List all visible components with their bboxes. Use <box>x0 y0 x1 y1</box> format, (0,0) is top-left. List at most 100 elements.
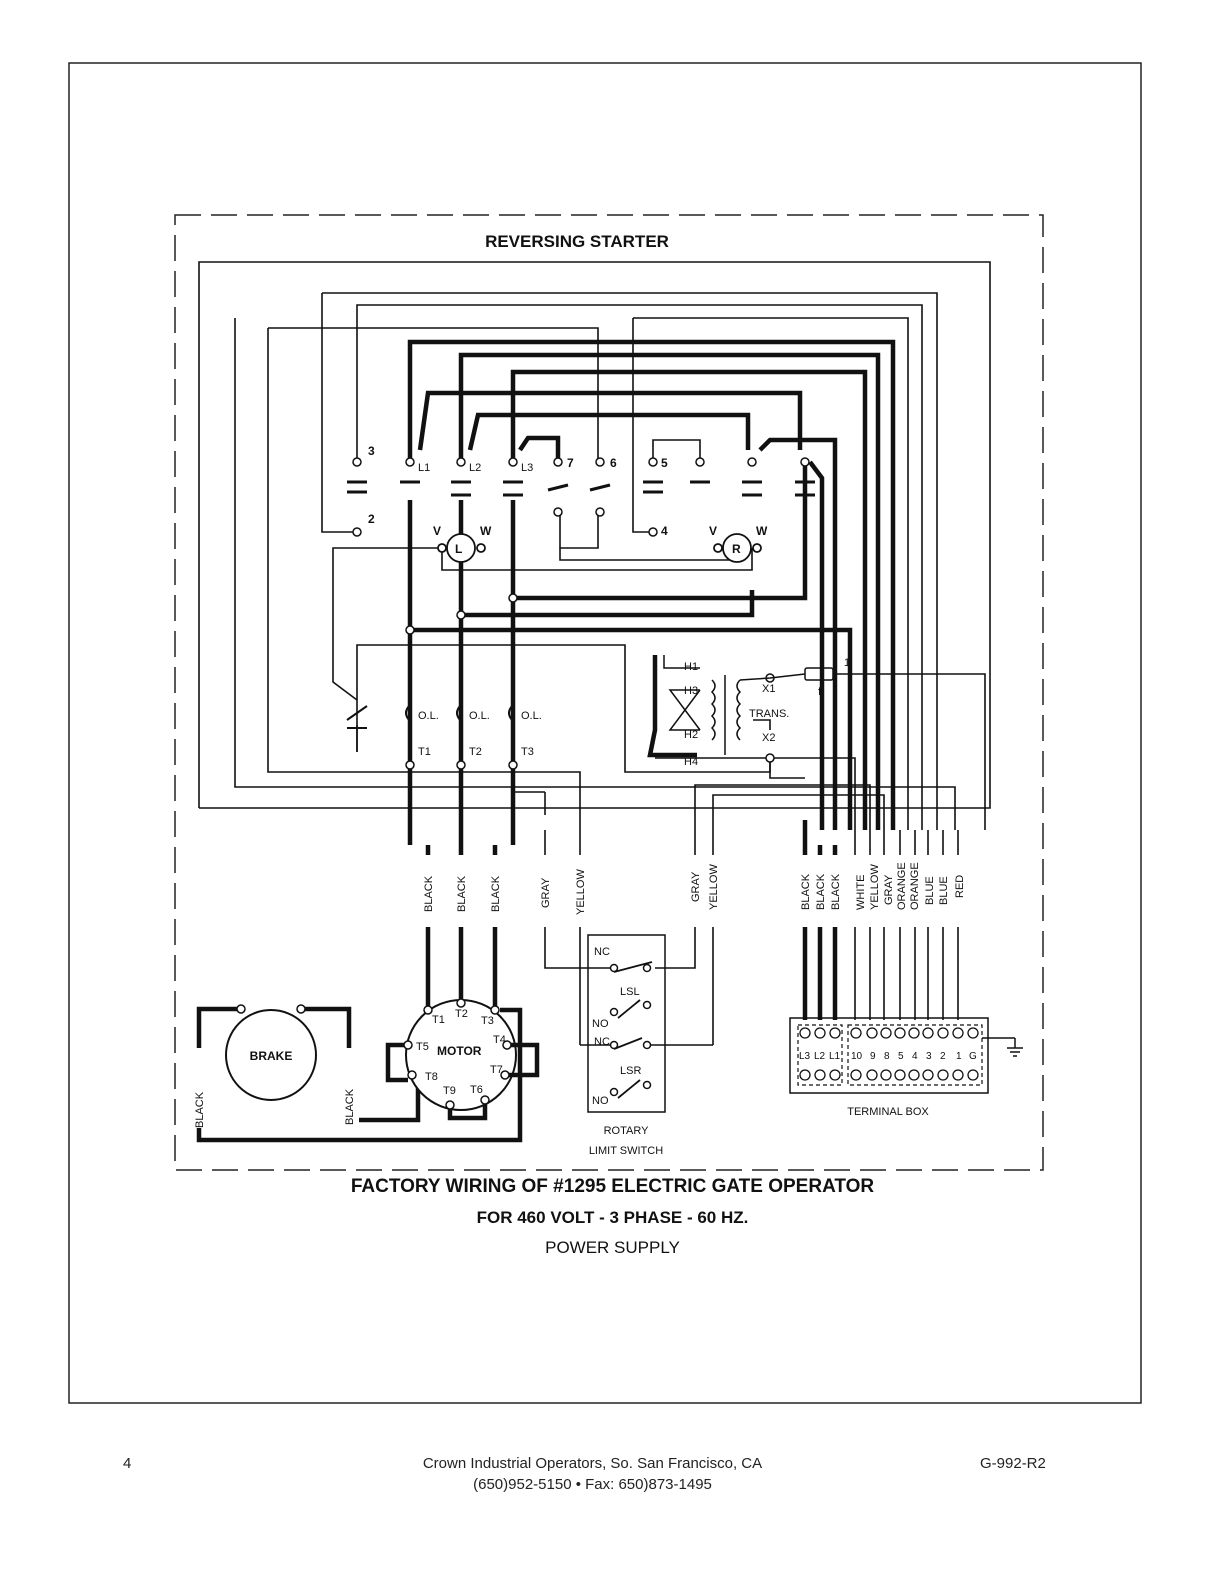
trans-h2-label: H2 <box>684 729 698 741</box>
terminal-screw <box>952 1027 964 1039</box>
terminal-box: TERMINAL BOX L3 L2 L1 10 9 8 5 4 3 2 1 G <box>789 1017 1023 1118</box>
caption-line-3: POWER SUPPLY <box>545 1238 680 1257</box>
contact-5-label: 5 <box>661 456 668 470</box>
terminal-screw <box>880 1027 892 1039</box>
wire-label-right-8: ORANGE <box>909 862 921 910</box>
wire-label-left-4: GRAY <box>540 877 552 908</box>
motor-t8-label: T8 <box>425 1071 438 1083</box>
trans-h3-label: H3 <box>684 685 698 697</box>
motor-t6-label: T6 <box>470 1084 483 1096</box>
contact-6-label: 6 <box>610 456 617 470</box>
wire-label-right-1: BLACK <box>800 873 812 910</box>
coils <box>437 533 762 563</box>
contact-4-label: 4 <box>661 524 668 538</box>
motor-t7-label: T7 <box>490 1064 503 1076</box>
wire-label-right-3: BLACK <box>830 873 842 910</box>
terminal-screw <box>880 1069 892 1081</box>
power-wiring <box>407 339 896 845</box>
tb-g-label: G <box>969 1051 977 1062</box>
overload-1-label: O.L. <box>418 710 439 722</box>
tb-l3-label: L3 <box>799 1051 811 1062</box>
brake-wire-left-label: BLACK <box>194 1091 206 1128</box>
terminal-screw <box>814 1027 826 1039</box>
wire-label-gap <box>415 855 975 927</box>
brake: BRAKE BLACK BLACK <box>189 1004 523 1143</box>
document-code: G-992-R2 <box>980 1455 1046 1472</box>
contact-l3-label: L3 <box>521 462 533 474</box>
motor-t2-label: T2 <box>455 1008 468 1020</box>
wire-label-left-2: BLACK <box>456 875 468 912</box>
coil-l-v-label: V <box>433 524 441 538</box>
motor-t5-label: T5 <box>416 1041 429 1053</box>
wire-label-right-11: RED <box>954 875 966 898</box>
contact-3-label: 3 <box>368 444 375 458</box>
wire-label-right-7: ORANGE <box>896 862 908 910</box>
enclosure-outline <box>174 214 1044 1171</box>
wire-label-right-6: GRAY <box>883 874 895 905</box>
starter-contacts <box>352 457 810 770</box>
tb-2-label: 2 <box>940 1051 946 1062</box>
overload-t1-label: T1 <box>418 746 431 758</box>
terminal-screw <box>922 1069 934 1081</box>
coil-l-letter: L <box>455 542 462 556</box>
page-number: 4 <box>123 1455 132 1472</box>
wire-label-mid-2: YELLOW <box>708 864 720 910</box>
caption-line-2: FOR 460 VOLT - 3 PHASE - 60 HZ. <box>476 1208 749 1227</box>
page-border <box>68 62 1142 1404</box>
trans-x2-label: X2 <box>762 732 775 744</box>
terminal-screw <box>908 1069 920 1081</box>
tb-10-label: 10 <box>851 1051 863 1062</box>
wire-label-right-5: YELLOW <box>869 864 881 910</box>
tb-l2-label: L2 <box>814 1051 826 1062</box>
wire-label-left-1: BLACK <box>423 875 435 912</box>
overload-2-label: O.L. <box>469 710 490 722</box>
coil-l-w-label: W <box>480 524 492 538</box>
wire-label-right-2: BLACK <box>815 873 827 910</box>
rotary-limit-switch: NC LSL NO NC LSR NO ROTARY LIMIT SWITCH <box>544 934 713 1157</box>
brake-label: BRAKE <box>250 1049 293 1063</box>
starter-labels: 3 2 L1 L2 L3 7 6 5 4 L R V W V W O.L. O.… <box>368 444 850 768</box>
lsr-no-label: NO <box>592 1095 609 1107</box>
wire-label-mid-1: GRAY <box>690 871 702 902</box>
tb-5-label: 5 <box>898 1051 904 1062</box>
contact-l2-label: L2 <box>469 462 481 474</box>
overload-3-label: O.L. <box>521 710 542 722</box>
caption-line-1: FACTORY WIRING OF #1295 ELECTRIC GATE OP… <box>350 1176 875 1197</box>
tb-1-label: 1 <box>956 1051 962 1062</box>
limit-switch-title-1: ROTARY <box>604 1125 649 1137</box>
lsr-label: LSR <box>620 1065 641 1077</box>
lsl-nc-label: NC <box>594 946 610 958</box>
wire-label-right-9: BLUE <box>924 876 936 905</box>
overload-t3-label: T3 <box>521 746 534 758</box>
terminal-screw <box>799 1027 811 1039</box>
tb-9-label: 9 <box>870 1051 876 1062</box>
terminal-screw <box>937 1027 949 1039</box>
contact-2-label: 2 <box>368 512 375 526</box>
tb-4-label: 4 <box>912 1051 918 1062</box>
lsl-label: LSL <box>620 986 640 998</box>
coil-r-letter: R <box>732 542 741 556</box>
terminal-box-title: TERMINAL BOX <box>847 1106 929 1118</box>
terminal-screw <box>850 1027 862 1039</box>
reversing-starter-title: REVERSING STARTER <box>485 232 669 251</box>
motor-t9-label: T9 <box>443 1085 456 1097</box>
terminal-screw <box>952 1069 964 1081</box>
wire-label-left-3: BLACK <box>490 875 502 912</box>
footer-contact: (650)952-5150 • Fax: 650)873-1495 <box>473 1476 712 1493</box>
motor: T1 T2 T3 T4 T5 T6 T7 T8 T9 MOTOR <box>385 998 540 1121</box>
coil-r-v-label: V <box>709 524 717 538</box>
lsl-no-label: NO <box>592 1018 609 1030</box>
limit-switch-title-2: LIMIT SWITCH <box>589 1145 663 1157</box>
terminal-screw <box>814 1069 826 1081</box>
terminal-screw <box>799 1069 811 1081</box>
terminal-screw <box>850 1069 862 1081</box>
motor-t4-label: T4 <box>493 1034 506 1046</box>
terminal-screw <box>967 1069 979 1081</box>
terminal-screw <box>894 1069 906 1081</box>
terminal-screw <box>829 1027 841 1039</box>
trans-x1-label: X1 <box>762 683 775 695</box>
tb-l1-label: L1 <box>829 1051 841 1062</box>
wire-label-left-5: YELLOW <box>575 869 587 915</box>
